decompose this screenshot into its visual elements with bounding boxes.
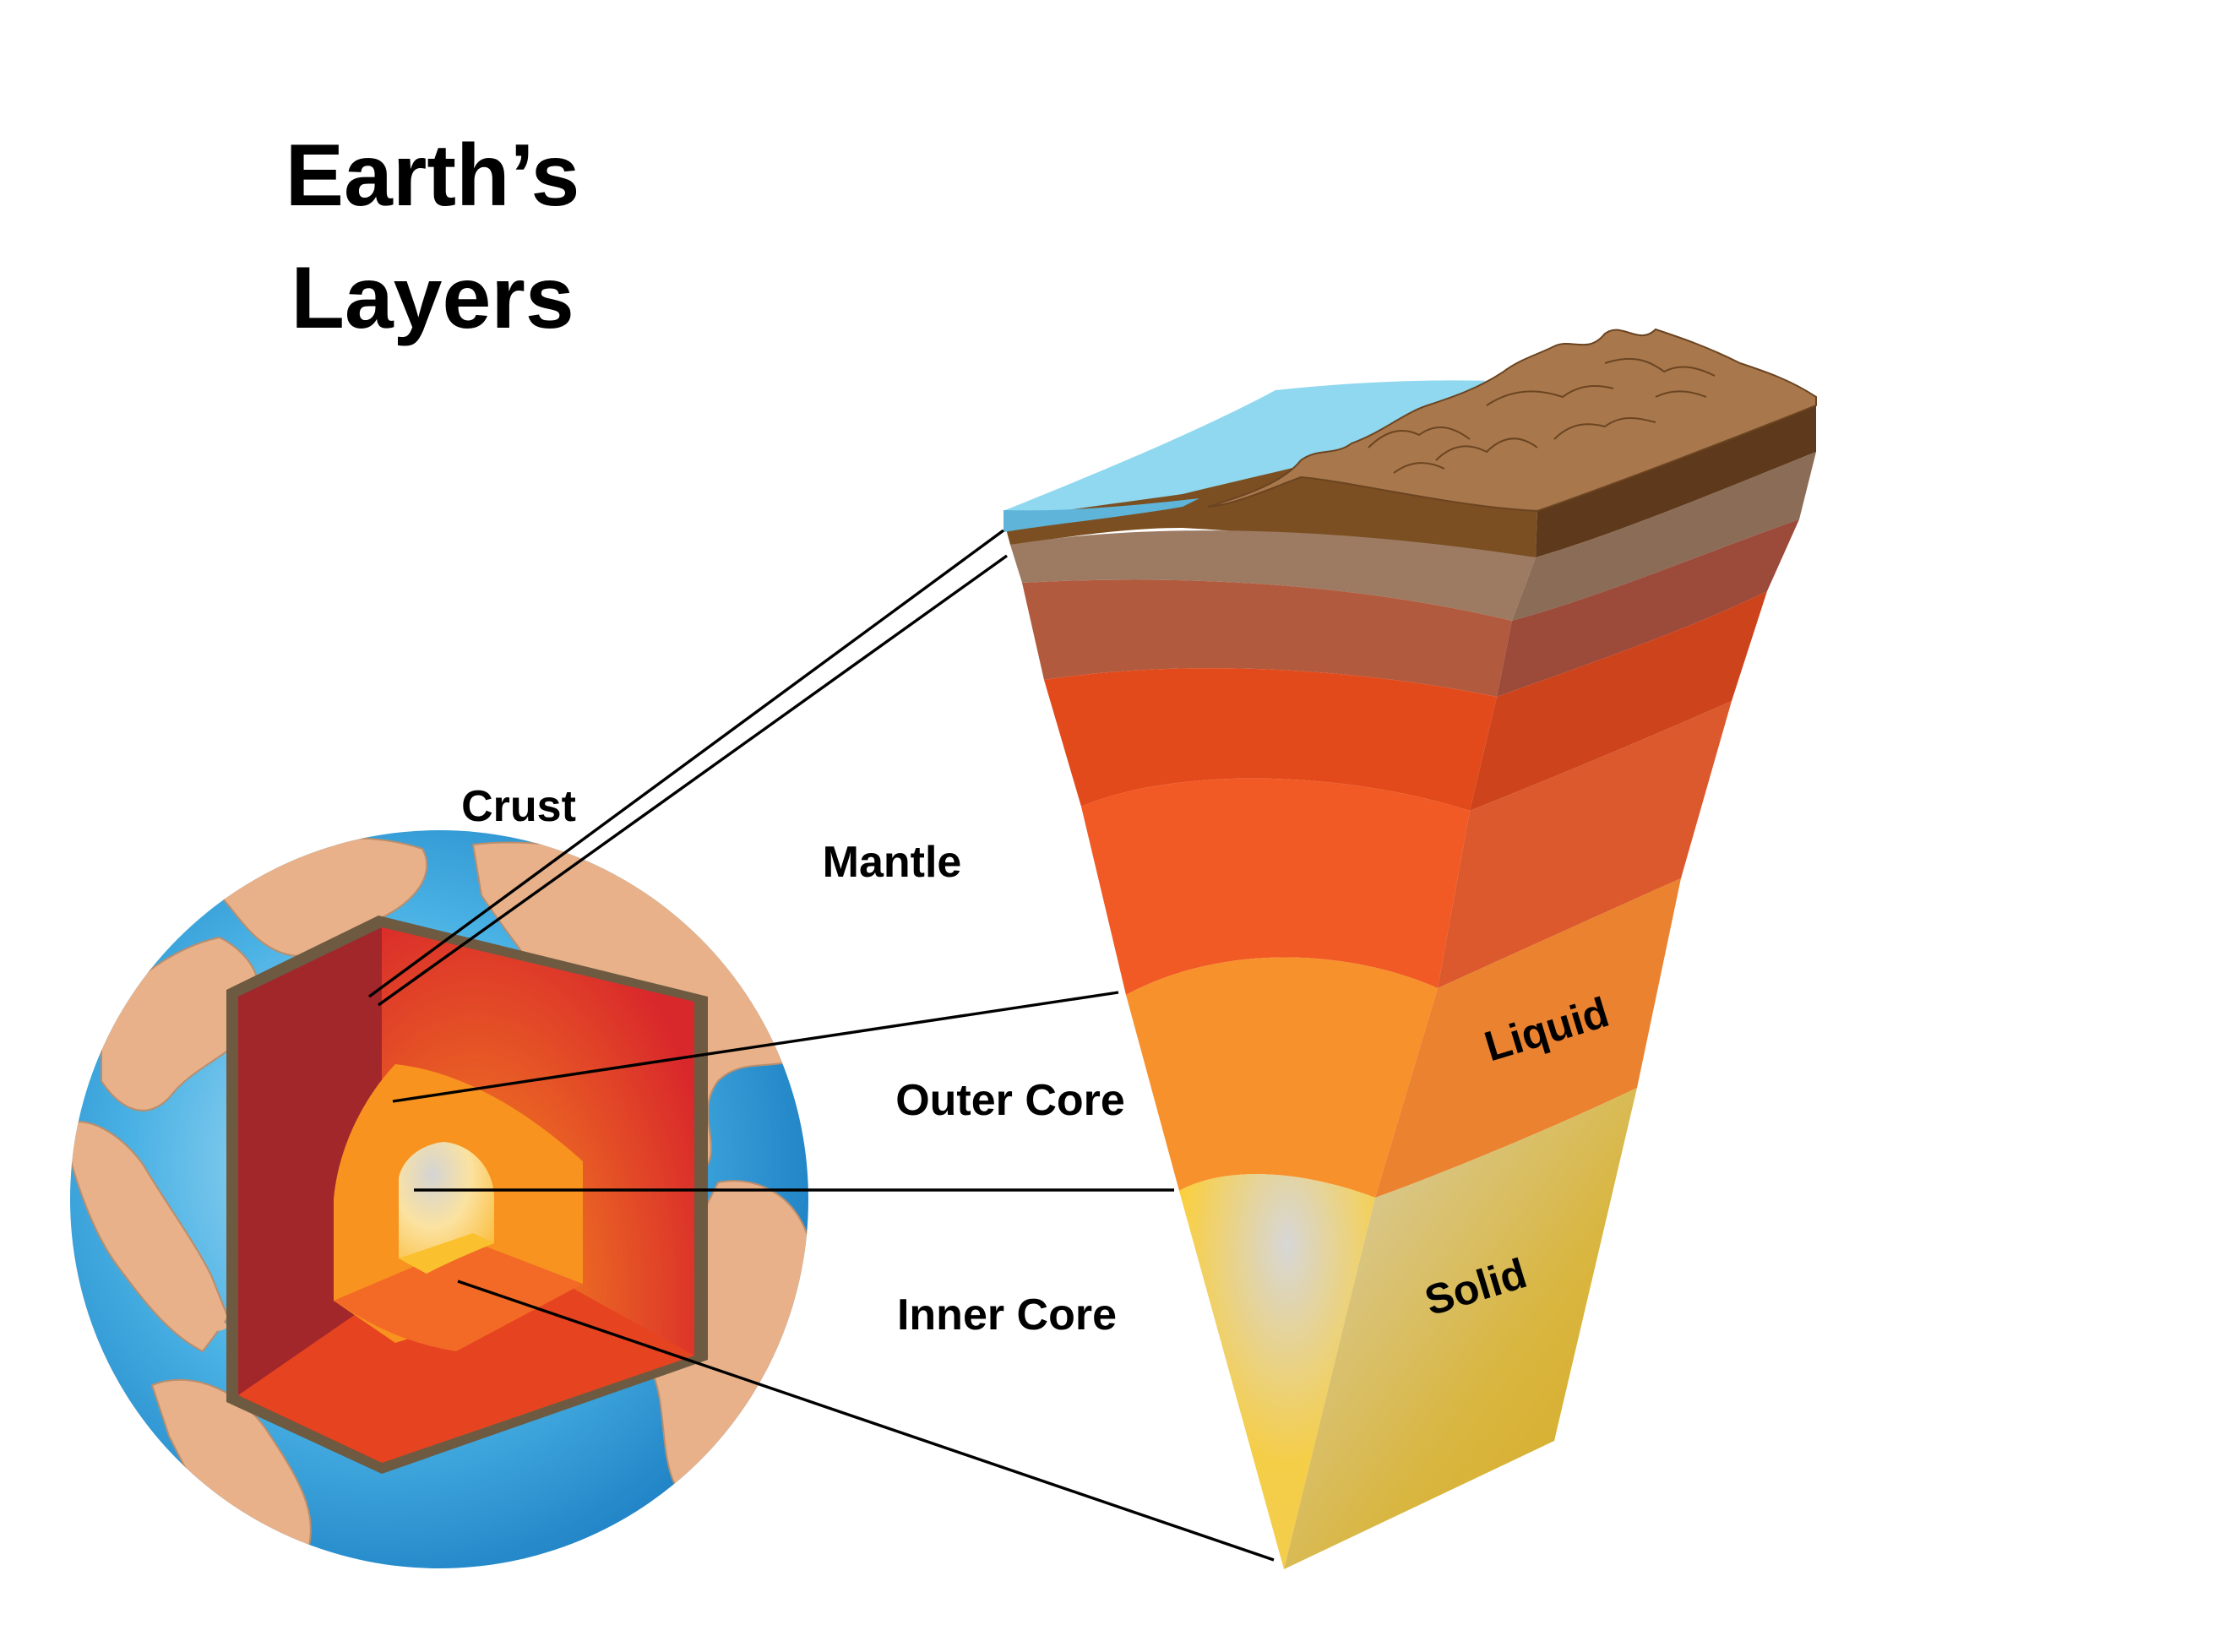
crust-pointer-top [367,529,1005,998]
wedge-mantle-side-1 [1470,591,1767,811]
globe-cutaway [226,916,708,1474]
wedge-upper-mantle-side [1512,452,1816,621]
wedge-mantle-side-2 [1438,701,1732,988]
crust-pointer-bottom [378,554,1008,1007]
page-subtitle: Layers [291,249,574,347]
globe [70,830,808,1568]
wedge-mantle-front-1 [1044,668,1497,811]
crust-label: Crust [461,782,576,831]
page-title: Earth’s [286,127,580,225]
wedge-outer-core-side [1375,878,1681,1198]
wedge-outer-core-front [1126,957,1438,1198]
wedge-mountains [1207,328,1817,513]
wedge-lithosphere-front [1022,579,1512,697]
outer-core-label: Outer Core [895,1076,1125,1125]
cross-section-wedge [1004,328,1817,1569]
wedge-upper-mantle-front [1010,530,1536,621]
mantle-label: Mantle [823,838,962,887]
inner-core-glow [1179,1174,1375,1569]
inner-core-pointer [457,1280,1275,1562]
inner-core-label: Inner Core [897,1291,1117,1340]
mantle-pointer [392,991,1119,1103]
wedge-inner-core-side [1284,1088,1637,1569]
pointer-lines [367,529,1275,1562]
wedge-lithosphere-side [1497,519,1799,697]
wedge-crust-side [1536,397,1816,557]
mountain-ridges [1368,357,1716,474]
wedge-mantle-front-2 [1081,778,1470,995]
